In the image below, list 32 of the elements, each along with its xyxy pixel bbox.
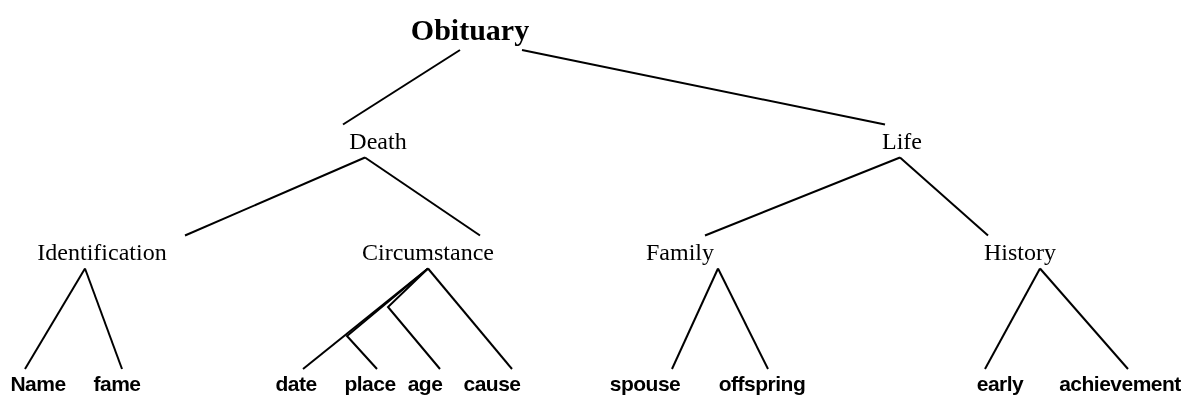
tree-branch-line — [364, 156, 481, 237]
tree-node-label: Family — [646, 238, 714, 266]
leaf-label: date — [275, 372, 317, 396]
tree-branch-line — [342, 49, 461, 126]
tree-branch-line — [671, 267, 719, 370]
tree-node-label: Circumstance — [362, 238, 494, 266]
tree-branch-line — [521, 49, 886, 126]
leaf-label: achievement — [1059, 372, 1181, 396]
tree-branch-line — [345, 267, 429, 370]
tree-branch-line — [386, 267, 441, 370]
tree-branch-line — [427, 267, 513, 370]
leaf-label: spouse — [609, 372, 681, 396]
tree-branch-line — [24, 267, 86, 370]
leaf-label: offspring — [718, 372, 806, 396]
tree-branch-line — [184, 156, 366, 237]
tree-branch-line — [1039, 267, 1129, 370]
tree-branch-line — [84, 267, 123, 370]
root-label: Obituary — [410, 13, 530, 47]
tree-node-label: Death — [349, 127, 407, 155]
leaf-label: place — [344, 372, 396, 396]
tree-node-label: History — [984, 238, 1056, 266]
leaf-label: age — [407, 372, 443, 396]
tree-branch-line — [704, 156, 901, 237]
leaf-label: cause — [463, 372, 521, 396]
tree-node-label: Life — [882, 127, 922, 155]
tree-branch-line — [899, 156, 989, 237]
tree-node-label: Identification — [37, 238, 167, 266]
leaf-label: fame — [93, 372, 141, 396]
leaf-label: early — [976, 372, 1024, 396]
tree-branch-line — [717, 267, 769, 370]
leaf-label: Name — [10, 372, 66, 396]
tree-branch-line — [984, 267, 1041, 370]
